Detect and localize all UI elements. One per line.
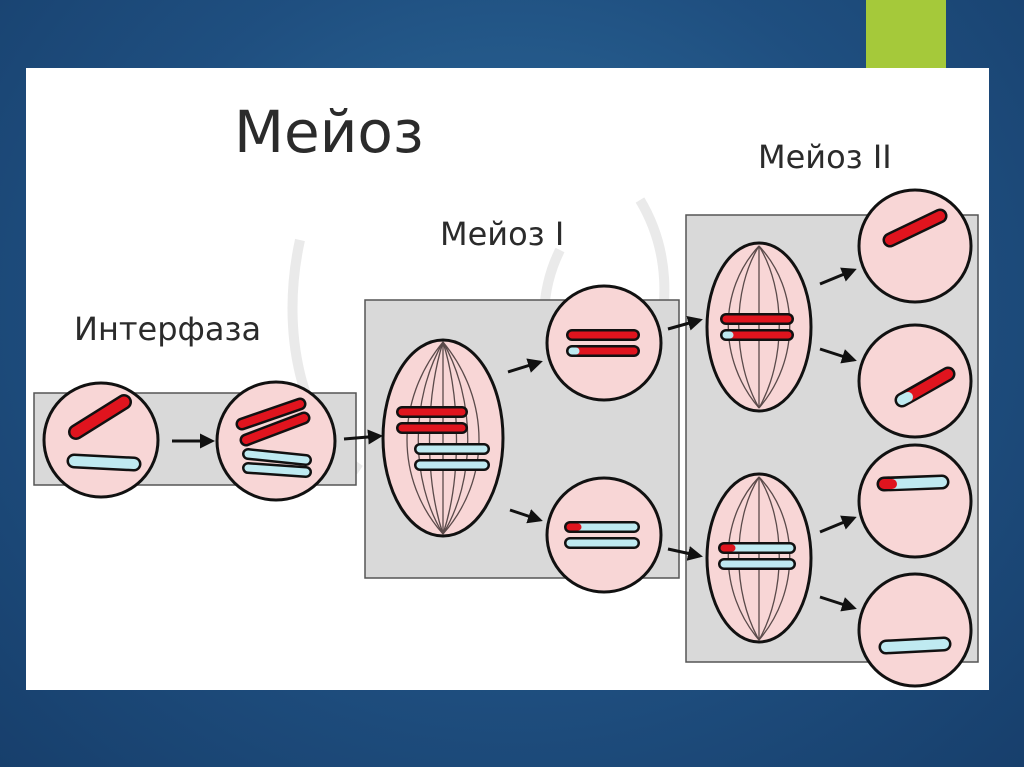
gamete-cell-2 [859,325,971,437]
diagram-title: Мейоз [234,98,424,166]
label-interphase: Интерфаза [74,310,261,348]
label-meiosis-1: Мейоз I [440,215,564,253]
gamete-cell-3 [859,445,971,557]
gamete-cell-4 [859,574,971,686]
chromosome-blue-pair [248,454,306,472]
meiosis-2-spindle-cell-bottom [707,474,811,642]
gamete-cell-1 [859,190,971,302]
meiosis-1-daughter-cell-top [547,286,661,400]
meiosis-1-daughter-cell-bottom [547,478,661,592]
interphase-cell-2 [217,382,335,500]
label-meiosis-2: Мейоз II [758,138,892,176]
meiosis-1-spindle-cell [383,340,503,536]
interphase-cell-1 [44,383,158,497]
meiosis-2-spindle-cell-top [707,243,811,411]
